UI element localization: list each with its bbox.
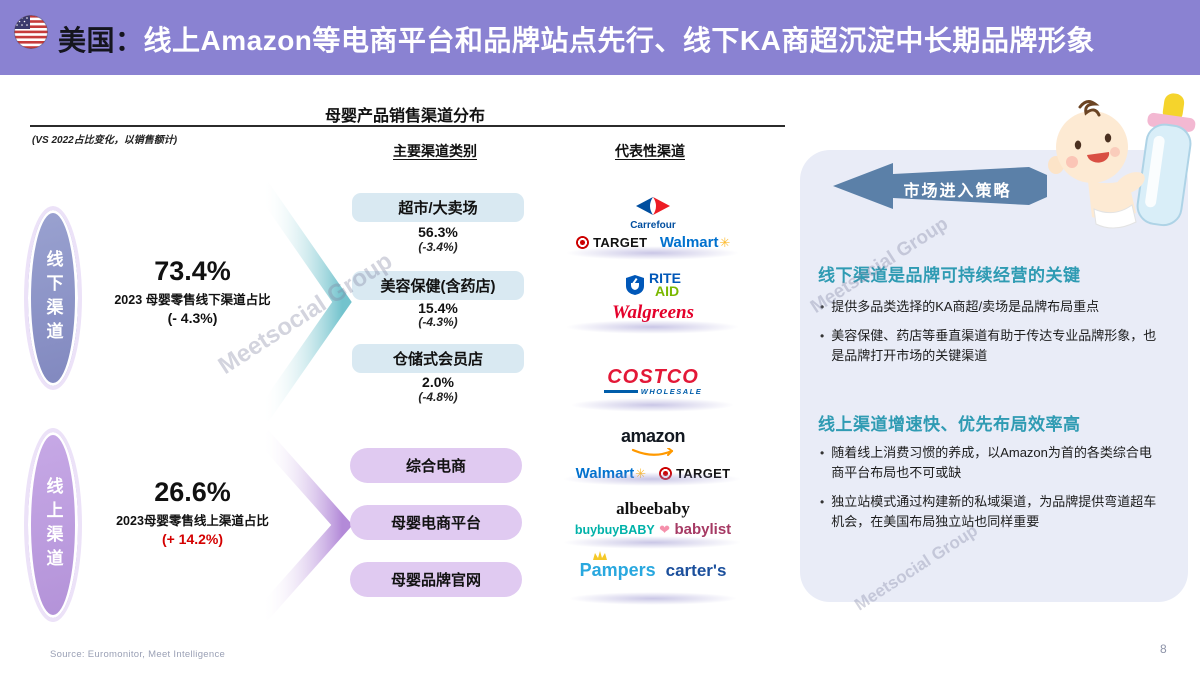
amazon-logo: amazon: [558, 427, 748, 463]
divider-line: [30, 125, 785, 127]
market-entry-arrow-label: 市场进入策略: [903, 183, 1012, 200]
buybuybaby-babylist-row: buybuyBABY ❤ babylist: [558, 521, 748, 539]
amazon-smile-icon: [631, 447, 674, 456]
brand-group-baby-ecommerce: albeebaby buybuyBABY ❤ babylist: [558, 499, 748, 539]
slide-title: 美国：线上Amazon等电商平台和品牌站点先行、线下KA商超沉淀中长期品牌形象: [58, 19, 1095, 59]
online-channel-pill: 线上渠道: [24, 428, 82, 622]
us-flag-icon: [14, 15, 48, 49]
category-supermarket-change: (-3.4%): [418, 240, 458, 254]
online-share: 26.6%: [154, 477, 231, 507]
babylist-logo: babylist: [674, 521, 732, 538]
offline-pill-label: 线下渠道: [43, 250, 63, 346]
baby-illustration: [1048, 93, 1196, 229]
offline-channel-pill: 线下渠道: [24, 206, 82, 390]
category-supermarket: 超市/大卖场: [352, 193, 524, 222]
costco-wholesale-row: WHOLESALE: [558, 387, 748, 396]
column-header-representative: 代表性渠道: [615, 143, 685, 159]
albeebaby-logo: albeebaby: [616, 499, 690, 518]
logo-shadow: [562, 472, 742, 486]
carrefour-icon: [636, 197, 670, 215]
source-note: Source: Euromonitor, Meet Intelligence: [50, 649, 226, 660]
logo-shadow: [565, 320, 740, 334]
logo-shadow: [568, 592, 738, 605]
costco-bar-icon: [603, 390, 638, 393]
heart-icon: ❤: [659, 522, 671, 537]
category-brand-site: 母婴品牌官网: [350, 562, 522, 597]
slide-title-prefix: 美国：: [58, 25, 144, 56]
online-share-label: 2023母婴零售线上渠道占比: [116, 514, 269, 528]
panel-offline-bullet-1: 提供多品类选择的KA商超/卖场是品牌布局重点: [820, 297, 1164, 317]
column-header-main-channels: 主要渠道类别: [393, 143, 477, 159]
walgreens-logo: Walgreens: [612, 302, 694, 324]
category-baby-ecommerce: 母婴电商平台: [350, 505, 522, 540]
buybuybaby-logo: buybuyBABY: [574, 523, 655, 537]
online-flow-chevron-icon: [256, 430, 352, 620]
category-general-ecommerce: 综合电商: [350, 448, 522, 483]
category-warehouse-club: 仓储式会员店: [352, 344, 524, 373]
panel-online-bullet-1: 随着线上消费习惯的养成，以Amazon为首的各类综合电商平台布局也不可或缺: [820, 443, 1164, 482]
offline-flow-chevron-icon: [255, 182, 352, 422]
category-health-beauty-share: 15.4%: [418, 300, 458, 316]
pampers-crown-icon: [592, 551, 607, 560]
slide-title-text: 线上Amazon等电商平台和品牌站点先行、线下KA商超沉淀中长期品牌形象: [143, 25, 1095, 56]
offline-share: 73.4%: [154, 256, 231, 286]
category-supermarket-share: 56.3%: [418, 224, 458, 240]
online-pill-label: 线上渠道: [43, 477, 63, 573]
brand-group-brand-sites: Pampers carter's: [558, 551, 748, 581]
header-bar: 美国：线上Amazon等电商平台和品牌站点先行、线下KA商超沉淀中长期品牌形象: [0, 0, 1200, 75]
panel-offline-bullet-2: 美容保健、药店等垂直渠道有助于传达专业品牌形象，也是品牌打开市场的关键渠道: [820, 326, 1164, 365]
category-warehouse-club-change: (-4.8%): [418, 390, 458, 404]
category-health-beauty: 美容保健(含药店): [352, 271, 524, 300]
logo-shadow: [570, 398, 735, 412]
offline-share-label: 2023 母婴零售线下渠道占比: [114, 293, 271, 307]
walmart-spark-icon: ✳: [719, 235, 731, 250]
panel-online-heading: 线上渠道增速快、优先布局效率高: [818, 415, 1081, 434]
offline-share-block: 73.4% 2023 母婴零售线下渠道占比 (- 4.3%): [85, 256, 300, 327]
costco-logo: COSTCO: [607, 366, 699, 388]
category-warehouse-club-share: 2.0%: [422, 374, 454, 390]
target-bullseye-icon: [575, 236, 589, 249]
category-health-beauty-change: (-4.3%): [418, 315, 458, 329]
riteaid-logo: RITE AID: [625, 271, 681, 299]
logo-shadow: [562, 536, 742, 549]
chart-title: 母婴产品销售渠道分布: [324, 108, 485, 125]
bullet-icon: [820, 326, 824, 365]
bullet-icon: [820, 443, 824, 482]
logo-shadow: [565, 246, 740, 260]
carrefour-label: Carrefour: [630, 220, 676, 231]
carters-logo: carter's: [665, 561, 727, 580]
brand-group-supermarket: Carrefour TARGET Walmart✳: [558, 194, 748, 252]
bullet-icon: [820, 492, 824, 531]
offline-share-change: (- 4.3%): [167, 310, 218, 326]
chart-note: (VS 2022占比变化，以销售额计): [32, 135, 178, 146]
riteaid-shield-icon: [626, 275, 645, 296]
brand-group-warehouse: COSTCO WHOLESALE: [558, 366, 748, 396]
panel-online-bullet-2: 独立站模式通过构建新的私域渠道，为品牌提供弯道超车机会，在美国布局独立站也同样重…: [820, 492, 1164, 531]
online-share-change: (+ 14.2%): [161, 531, 224, 547]
page-number: 8: [1160, 642, 1167, 656]
online-share-block: 26.6% 2023母婴零售线上渠道占比 (+ 14.2%): [85, 477, 300, 548]
brand-group-pharmacy: RITE AID Walgreens: [558, 271, 748, 324]
panel-offline-heading: 线下渠道是品牌可持续经营的关键: [818, 266, 1081, 285]
pampers-logo: Pampers: [580, 551, 656, 581]
market-entry-arrow-icon: [833, 163, 1047, 209]
